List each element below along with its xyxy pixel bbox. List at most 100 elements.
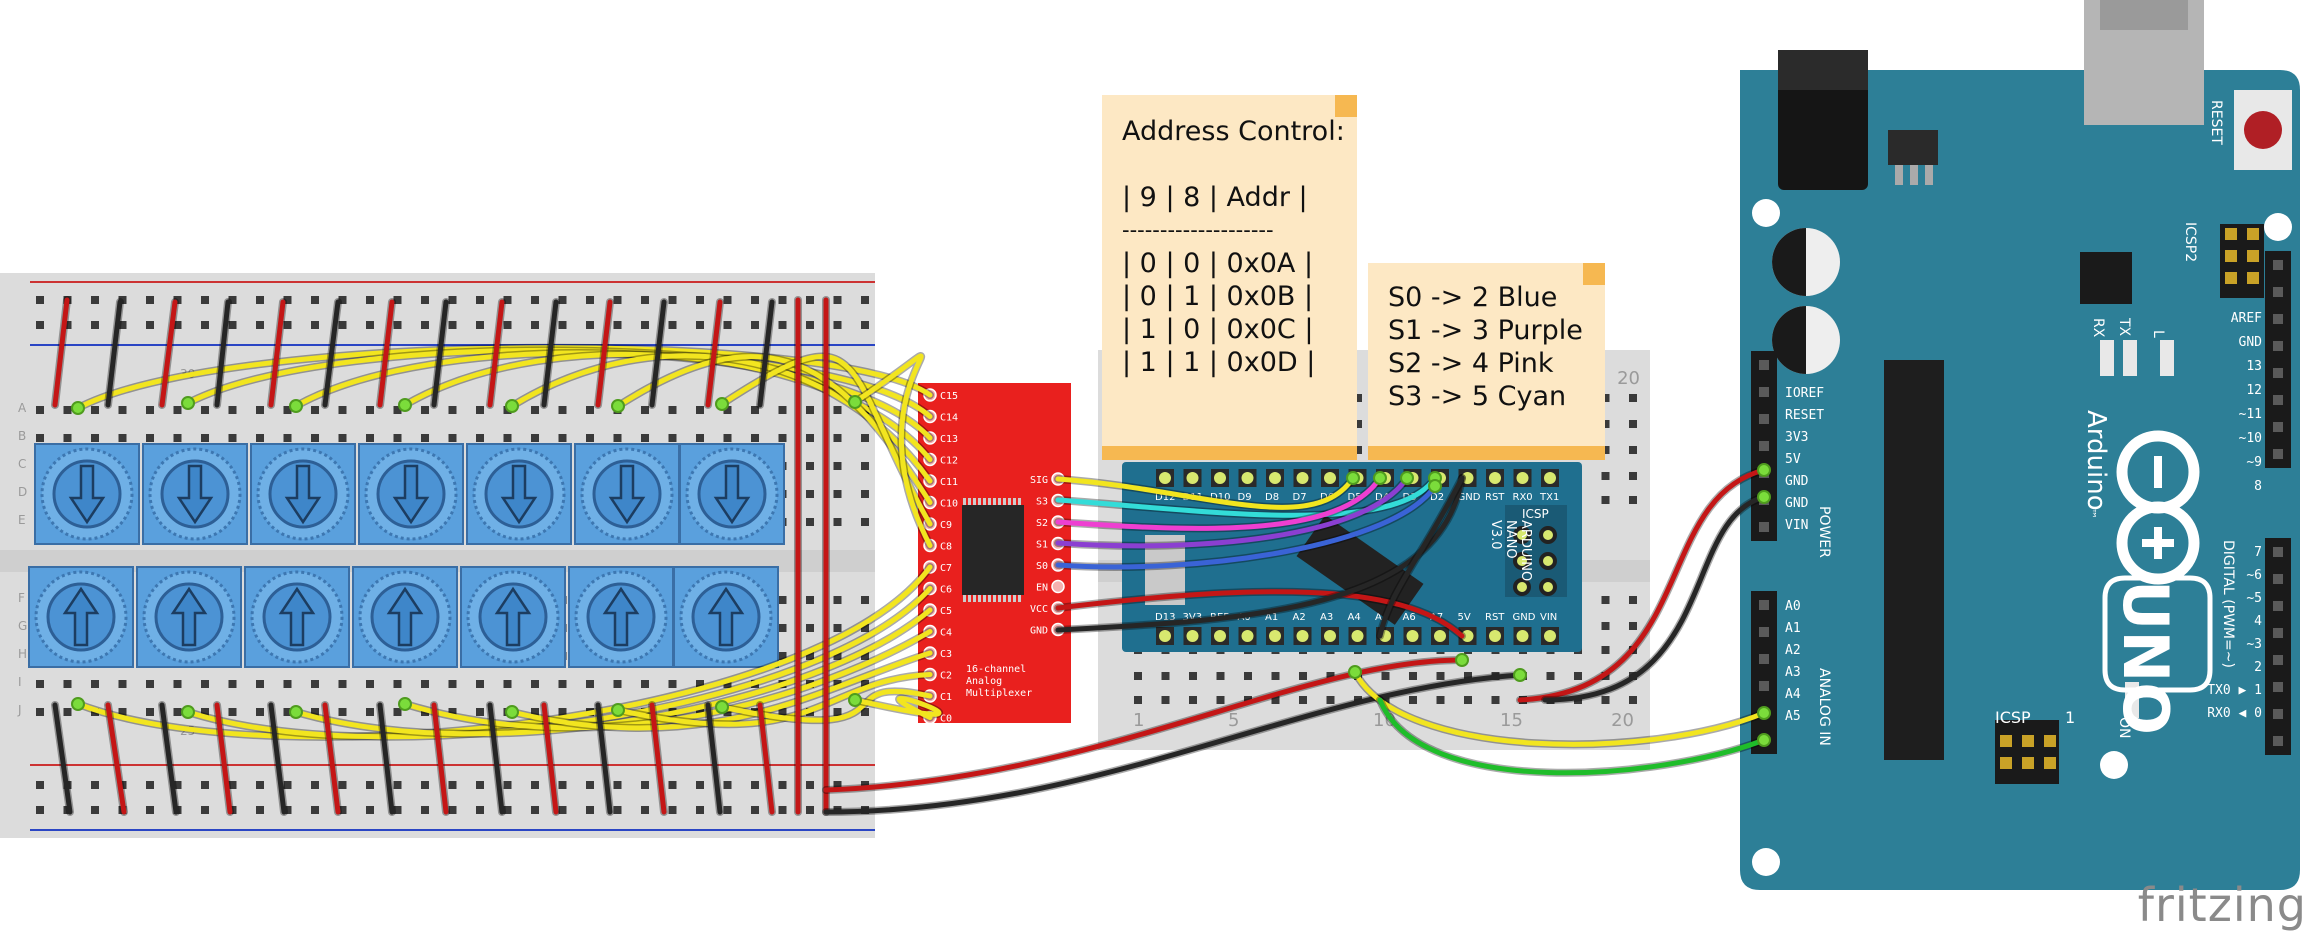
breadboard-hole xyxy=(668,406,677,414)
row-letter: J xyxy=(17,703,22,717)
header-pin xyxy=(2273,682,2283,692)
mux-control-label: S3 xyxy=(1036,497,1048,508)
mux-channel-label: C0 xyxy=(940,714,952,725)
breadboard-hole xyxy=(1546,672,1555,680)
wire-black-ground xyxy=(649,299,667,408)
breadboard-hole xyxy=(1271,672,1280,680)
wire-end xyxy=(398,697,412,711)
breadboard-hole xyxy=(641,406,649,414)
chip-leg xyxy=(1003,595,1006,602)
wire-end xyxy=(611,399,625,413)
uno-analog-pin-label: A5 xyxy=(1785,709,1801,724)
analog-header xyxy=(1751,591,1777,754)
breadboard-hole xyxy=(723,680,732,688)
nano-pin-label: RX0 xyxy=(1513,492,1533,503)
nano-pin-label: RST xyxy=(1485,492,1505,503)
breadboard-hole xyxy=(861,624,869,632)
breadboard-hole xyxy=(36,321,44,329)
breadboard-hole xyxy=(1629,596,1637,604)
breadboard-hole xyxy=(558,321,567,329)
arrow-up-icon xyxy=(278,586,316,647)
breadboard-hole xyxy=(668,781,677,789)
uno-power-pin-label: 5V xyxy=(1785,452,1801,467)
breadboard-hole xyxy=(118,680,127,688)
breadboard-hole xyxy=(1216,696,1225,704)
breadboard-hole xyxy=(338,434,347,442)
arduino-infinity-logo xyxy=(2116,430,2200,585)
breadboard-hole xyxy=(421,680,429,688)
mux-channel-label: C2 xyxy=(940,671,952,682)
breadboard-hole xyxy=(393,406,402,414)
mux-control-label: S0 xyxy=(1036,561,1048,572)
nano-pin-label: GND xyxy=(1458,492,1481,503)
breadboard-hole xyxy=(256,680,264,688)
breadboard-hole xyxy=(118,296,127,304)
breadboard-hole xyxy=(338,708,347,716)
breadboard-hole xyxy=(256,434,264,442)
breadboard-hole xyxy=(448,296,457,304)
wire-end xyxy=(848,693,862,707)
breadboard-hole xyxy=(476,806,484,814)
wire-black-ground xyxy=(705,702,723,815)
mux-caption: Analog xyxy=(966,676,1002,687)
breadboard-hole xyxy=(63,680,72,688)
mux-channel-label: C3 xyxy=(940,649,952,660)
breadboard-hole xyxy=(91,321,99,329)
uno-power-pin-label: 3V3 xyxy=(1785,430,1808,445)
breadboard-hole xyxy=(861,596,869,604)
breadboard-hole xyxy=(146,781,154,789)
icsp-pin xyxy=(2044,757,2056,769)
breadboard-hole xyxy=(1326,672,1335,680)
uno-digital-pin-label: TX0 ▶ 1 xyxy=(2207,683,2262,698)
mux-control-label: VCC xyxy=(1030,604,1048,615)
column-number: 20 xyxy=(1611,710,1634,731)
wire-end xyxy=(611,703,625,717)
nano-pin-label: D10 xyxy=(1210,492,1230,503)
wire-red-power xyxy=(541,702,559,815)
breadboard-hole xyxy=(723,406,732,414)
breadboard-hole xyxy=(531,406,539,414)
breadboard-hole xyxy=(36,406,44,414)
breadboard-hole xyxy=(146,406,154,414)
uno-model: UNO xyxy=(2109,580,2182,735)
note-line: S3 -> 5 Cyan xyxy=(1388,381,1567,412)
breadboard-hole xyxy=(393,708,402,716)
nano-pin-label: VIN xyxy=(1540,612,1557,623)
wire-end xyxy=(1400,471,1414,485)
row-letter: I xyxy=(18,675,22,689)
wire-black-ground xyxy=(377,702,395,815)
breadboard-hole xyxy=(146,680,154,688)
breadboard-hole xyxy=(778,296,787,304)
nano-pin-label: A3 xyxy=(1320,612,1333,623)
nano-pin-label: D13 xyxy=(1155,612,1175,623)
uno-icsp2-label: ICSP2 xyxy=(2182,222,2198,262)
nano-pin-pad xyxy=(1296,472,1309,484)
header-pin xyxy=(1759,654,1769,664)
breadboard-hole xyxy=(723,321,732,329)
breadboard-hole xyxy=(448,781,457,789)
breadboard-hole xyxy=(256,296,264,304)
breadboard-hole xyxy=(833,708,842,716)
arrow-down-icon xyxy=(608,464,646,525)
breadboard-hole xyxy=(751,434,759,442)
wire-end xyxy=(1455,653,1469,667)
mux-channel-label: C7 xyxy=(940,563,952,574)
breadboard-hole xyxy=(173,296,182,304)
breadboard-hole xyxy=(751,806,759,814)
row-letter: G xyxy=(18,619,27,633)
header-pin xyxy=(2273,368,2283,378)
breadboard-hole xyxy=(833,518,842,526)
nano-pin-pad xyxy=(1516,472,1529,484)
wire-yellow-signal xyxy=(719,353,933,527)
breadboard-hole xyxy=(256,806,264,814)
breadboard-hole xyxy=(1161,696,1170,704)
breadboard-hole xyxy=(668,680,677,688)
chip-leg xyxy=(1008,595,1011,602)
breadboard-hole xyxy=(531,296,539,304)
breadboard-hole xyxy=(173,708,182,716)
uno-digital-group: DIGITAL (PWM=~) xyxy=(2220,540,2236,668)
breadboard-hole xyxy=(1244,672,1252,680)
nano-icsp-pin xyxy=(1513,526,1531,544)
note-line: | 1 | 0 | 0x0C | xyxy=(1122,314,1314,345)
uno-led-label: RX xyxy=(2090,318,2106,338)
